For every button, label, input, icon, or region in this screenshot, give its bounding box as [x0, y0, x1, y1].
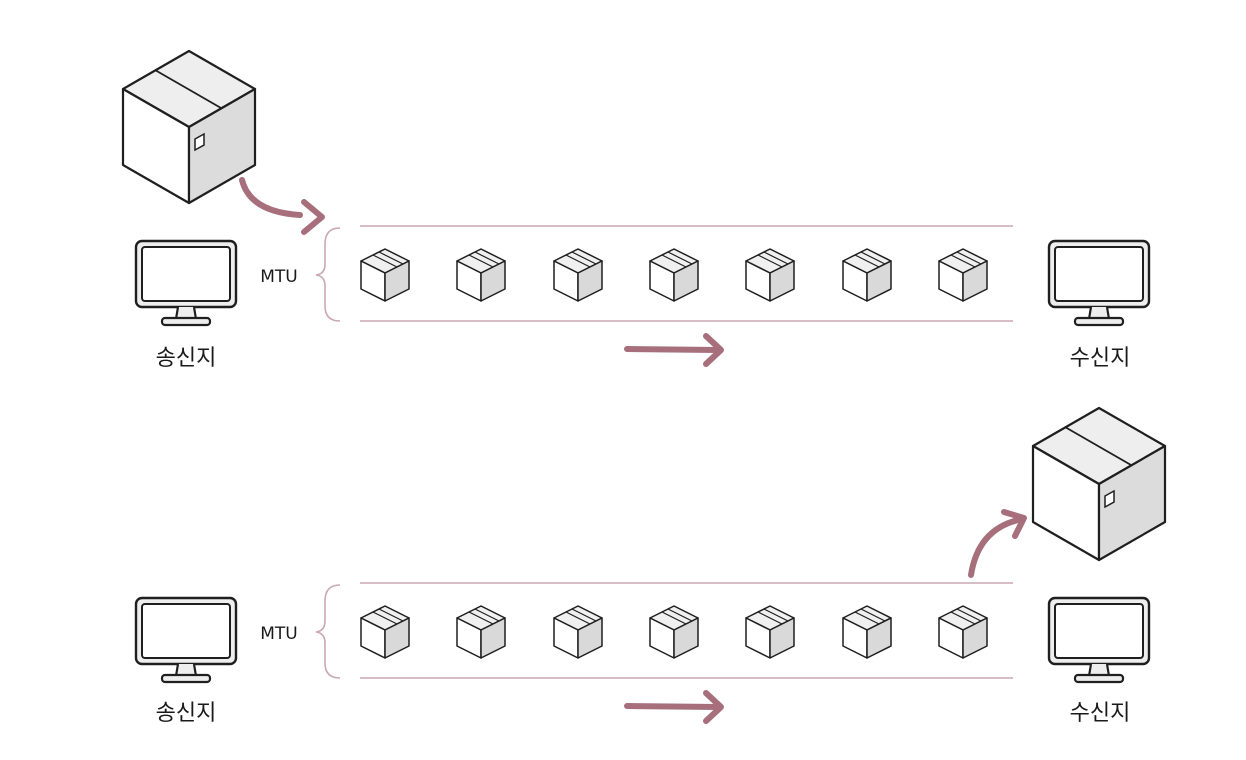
mtu-brace: [315, 584, 341, 679]
box-icon: [745, 248, 795, 302]
sender-label: 송신지: [156, 346, 217, 371]
monitor-icon: [134, 596, 238, 684]
box-icon: [553, 248, 603, 302]
box-icon: [938, 605, 988, 659]
box-icon: [842, 248, 892, 302]
mtu-label: MTU: [260, 624, 298, 644]
direction-arrow: [624, 703, 721, 710]
receiver-label: 수신지: [1070, 346, 1131, 371]
mtu-brace: [315, 227, 341, 322]
sender-label: 송신지: [156, 701, 217, 726]
box-icon: [745, 605, 795, 659]
monitor-icon: [1047, 239, 1151, 327]
large-box-icon: [121, 49, 257, 205]
box-icon: [360, 248, 410, 302]
top-row: 송신지 수신지 MTU: [121, 49, 1151, 371]
monitor-icon: [1047, 596, 1151, 684]
box-icon: [360, 605, 410, 659]
direction-arrow: [624, 346, 721, 353]
mtu-label: MTU: [260, 267, 298, 287]
box-icon: [456, 248, 506, 302]
curved-arrow: [968, 517, 1021, 578]
monitor-icon: [134, 239, 238, 327]
receiver-label: 수신지: [1070, 701, 1131, 726]
large-box-icon: [1031, 406, 1167, 562]
curved-arrow: [239, 177, 303, 218]
box-icon: [938, 248, 988, 302]
box-icon: [842, 605, 892, 659]
box-icon: [649, 248, 699, 302]
bottom-row: 송신지 수신지 MTU: [134, 406, 1167, 726]
box-icon: [456, 605, 506, 659]
box-icon: [649, 605, 699, 659]
box-icon: [553, 605, 603, 659]
